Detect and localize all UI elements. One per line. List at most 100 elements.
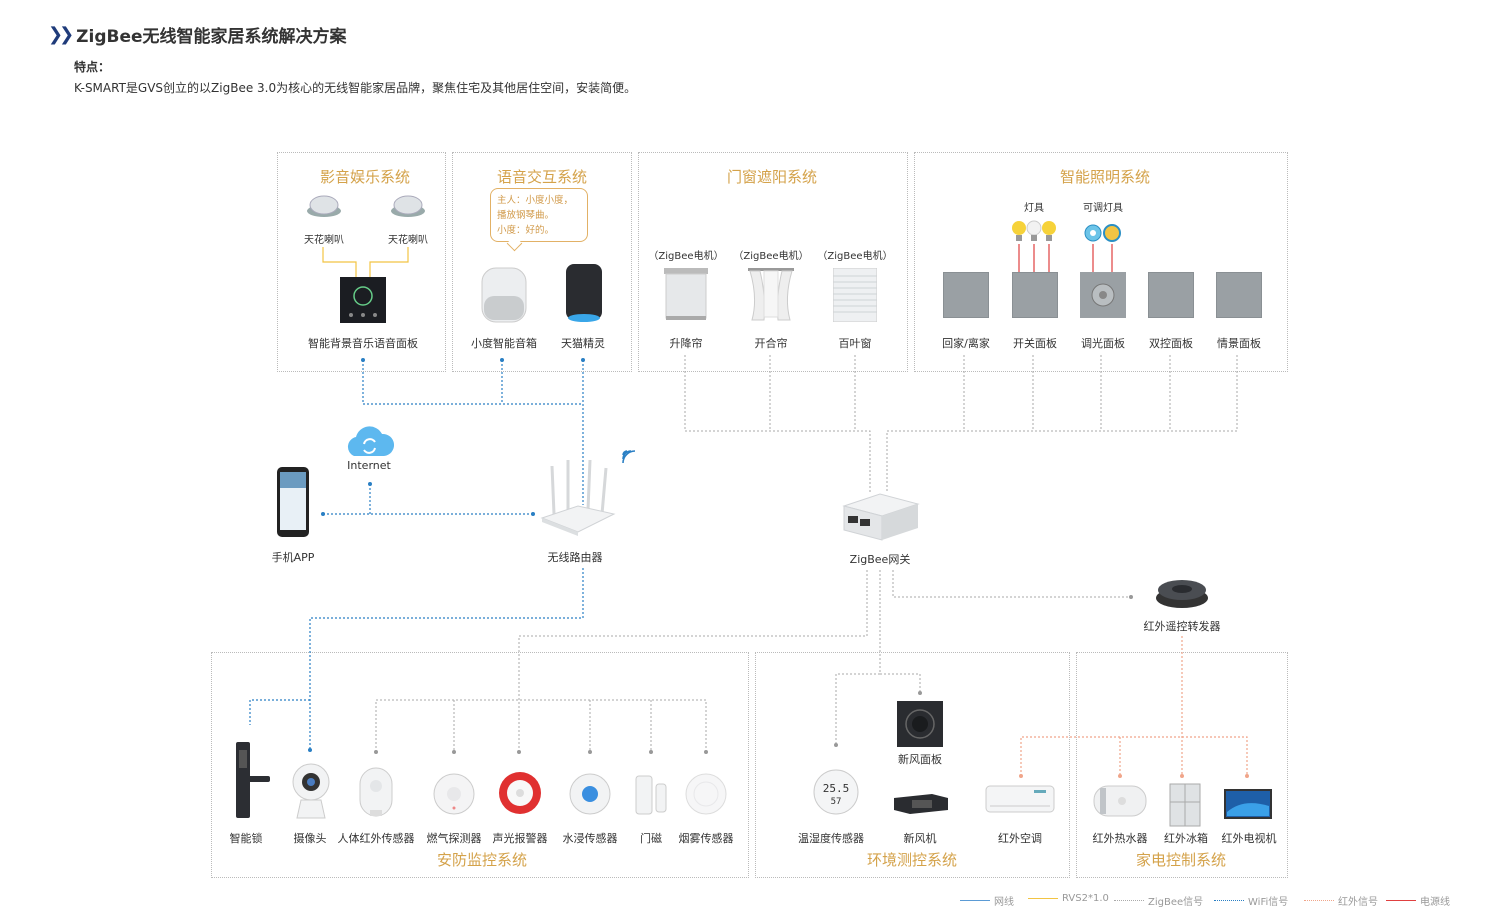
- gas-detector-label: 燃气探测器: [426, 832, 482, 845]
- home-away-panel-icon: [943, 272, 989, 318]
- zigbee-gateway-icon: [842, 493, 920, 541]
- light-bulb-icon: [1012, 220, 1056, 241]
- legend-power: 电源线: [1386, 893, 1450, 908]
- bubble-line: 主人：小度小度，: [497, 195, 574, 206]
- scene-panel-label: 情景面板: [1217, 337, 1261, 350]
- gateway-label: ZigBee网关: [849, 553, 911, 566]
- legend-label: 电源线: [1420, 897, 1450, 908]
- ventilator-icon: [894, 794, 948, 814]
- door-sensor-label: 门磁: [640, 832, 662, 845]
- legend-label: 网线: [994, 897, 1014, 908]
- dimmer-panel-icon: [1080, 272, 1126, 318]
- venetian-blind-label: 百叶窗: [838, 337, 872, 350]
- music-panel-label: 智能背景音乐语音面板: [308, 337, 418, 350]
- lighting-system-title: 智能照明系统: [1059, 168, 1151, 186]
- wifi-signal-icon: [622, 450, 636, 464]
- smart-lock-label: 智能锁: [229, 832, 263, 845]
- router-label: 无线路由器: [547, 551, 603, 564]
- dimmer-panel-label: 调光面板: [1081, 337, 1125, 350]
- bubble-line: 小度：好的。: [497, 225, 555, 236]
- smartphone-icon: [277, 467, 309, 537]
- av-system-title: 影音娱乐系统: [319, 168, 411, 186]
- security-system-title: 安防监控系统: [436, 851, 528, 869]
- television-label: 红外电视机: [1221, 832, 1277, 845]
- wifi-router-icon: [540, 459, 616, 536]
- legend-network-cable: 网线: [960, 893, 1014, 908]
- tmall-genie-icon: [566, 264, 602, 322]
- smoke-sensor-label: 烟雾传感器: [678, 832, 734, 845]
- env-system-title: 环境测控系统: [866, 851, 958, 869]
- zigbee-motor-label: （ZigBee电机）: [817, 251, 893, 262]
- av-system-box: [277, 152, 446, 372]
- curtain-label: 开合帘: [754, 337, 788, 350]
- legend-label: ZigBee信号: [1148, 897, 1204, 908]
- gas-detector-icon: [433, 773, 475, 815]
- smoke-sensor-icon: [685, 773, 727, 815]
- svg-text:25.5: 25.5: [823, 782, 850, 795]
- curtain-system-title: 门窗遮阳系统: [726, 168, 818, 186]
- water-heater-icon: [1093, 785, 1147, 817]
- ceiling-speaker-icon: [391, 195, 425, 217]
- dimmable-lamp-label: 可调灯具: [1083, 203, 1123, 214]
- music-panel-icon: [340, 277, 386, 323]
- voice-system-title: 语音交互系统: [496, 168, 588, 186]
- xiaodu-speaker-label: 小度智能音箱: [471, 337, 537, 350]
- venetian-blind-icon: [833, 268, 877, 322]
- smart-lock-icon: [236, 742, 270, 818]
- zigbee-motor-label: （ZigBee电机）: [648, 251, 724, 262]
- fresh-air-panel-label: 新风面板: [898, 753, 942, 766]
- home-away-panel-label: 回家/离家: [942, 337, 990, 350]
- switch-panel-label: 开关面板: [1013, 337, 1057, 350]
- page-header: ❯❯ ZigBee无线智能家居系统解决方案: [48, 22, 347, 47]
- pir-sensor-icon: [359, 767, 393, 817]
- air-conditioner-icon: [985, 785, 1055, 813]
- water-heater-label: 红外热水器: [1092, 832, 1148, 845]
- ventilator-label: 新风机: [903, 832, 937, 845]
- roller-blind-icon: [664, 268, 708, 320]
- features-description: K-SMART是GVS创立的以ZigBee 3.0为核心的无线智能家居品牌，聚焦…: [74, 81, 637, 95]
- zigbee-motor-label: （ZigBee电机）: [733, 251, 809, 262]
- thermo-hygrometer-label: 温湿度传感器: [798, 832, 864, 845]
- ir-blaster-label: 红外遥控转发器: [1143, 620, 1221, 633]
- scene-panel-icon: [1216, 272, 1262, 318]
- refrigerator-label: 红外冰箱: [1164, 832, 1208, 845]
- siren-alarm-icon: [499, 772, 541, 814]
- bubble-line: 播放钢琴曲。: [497, 210, 555, 221]
- internet-label: Internet: [347, 459, 391, 472]
- dual-control-panel-label: 双控面板: [1149, 337, 1193, 350]
- legend-rvs: RVS2*1.0: [1028, 893, 1109, 904]
- phone-app-label: 手机APP: [271, 551, 315, 564]
- television-icon: [1224, 789, 1272, 819]
- legend-infrared: 红外信号: [1304, 893, 1378, 908]
- legend-label: 红外信号: [1338, 897, 1378, 908]
- legend-label: WiFi信号: [1248, 897, 1289, 908]
- thermo-hygrometer-icon: 25.5 57: [813, 769, 859, 815]
- refrigerator-icon: [1169, 783, 1201, 827]
- features-heading: 特点：: [74, 60, 111, 74]
- switch-panel-icon: [1012, 272, 1058, 318]
- water-leak-sensor-icon: [569, 773, 611, 815]
- dimmable-bulb-icon: [1084, 224, 1121, 242]
- door-sensor-icon: [635, 775, 667, 815]
- legend-zigbee: ZigBee信号: [1114, 893, 1203, 908]
- camera-label: 摄像头: [293, 832, 327, 845]
- dual-control-panel-icon: [1148, 272, 1194, 318]
- legend-label: RVS2*1.0: [1062, 893, 1109, 904]
- appliance-system-title: 家电控制系统: [1135, 851, 1227, 869]
- page-title: ZigBee无线智能家居系统解决方案: [76, 27, 347, 47]
- svg-text:57: 57: [831, 797, 842, 807]
- air-conditioner-label: 红外空调: [998, 832, 1042, 845]
- ceiling-speaker-label: 天花喇叭: [304, 235, 344, 246]
- lamp-label: 灯具: [1024, 203, 1044, 214]
- camera-icon: [292, 763, 330, 819]
- ir-blaster-icon: [1156, 580, 1208, 608]
- curtain-icon: [748, 268, 794, 321]
- ceiling-speaker-icon: [307, 195, 341, 217]
- xiaodu-speaker-icon: [481, 267, 527, 323]
- water-leak-sensor-label: 水浸传感器: [562, 832, 618, 845]
- legend-wifi: WiFi信号: [1214, 893, 1288, 908]
- ceiling-speaker-label: 天花喇叭: [388, 235, 428, 246]
- roller-blind-label: 升降帘: [669, 337, 703, 350]
- tmall-genie-label: 天猫精灵: [561, 337, 605, 350]
- voice-dialog-bubble: 主人：小度小度， 播放钢琴曲。 小度：好的。: [490, 188, 588, 242]
